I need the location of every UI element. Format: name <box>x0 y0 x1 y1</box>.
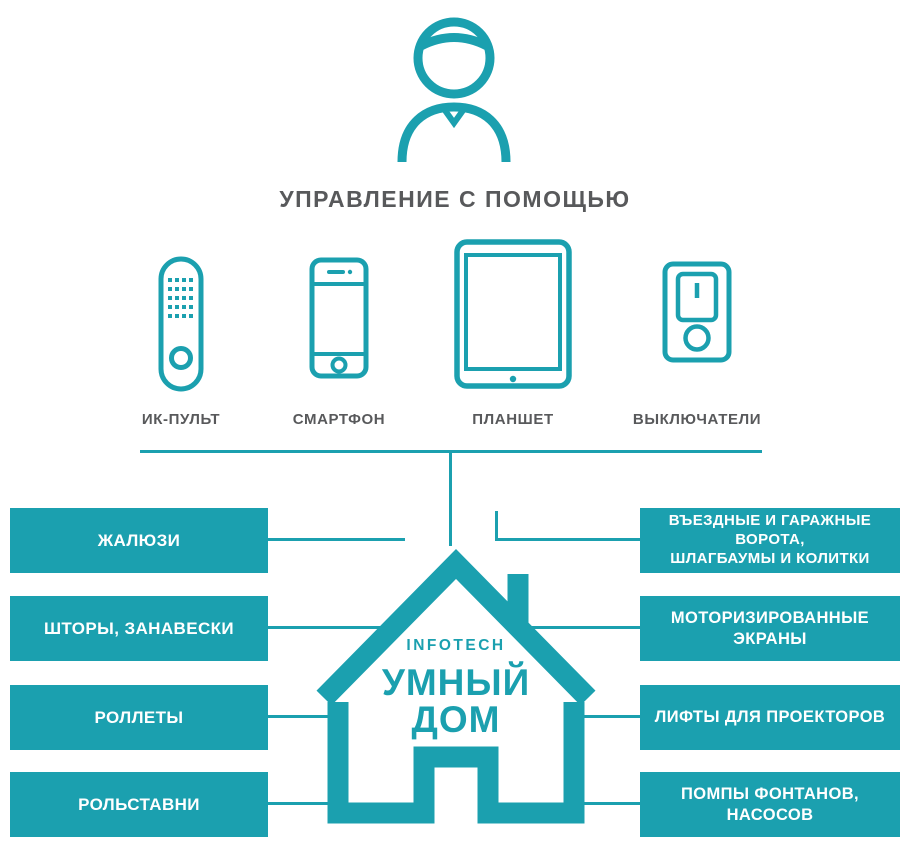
feature-label: ШТОРЫ, ЗАНАВЕСКИ <box>43 618 235 638</box>
wall-switch-icon <box>662 261 732 363</box>
feature-box-curtains: ШТОРЫ, ЗАНАВЕСКИ <box>10 596 268 661</box>
feature-box-projector-lifts: ЛИФТЫ ДЛЯ ПРОЕКТОРОВ <box>640 685 900 750</box>
section-title: УПРАВЛЕНИЕ С ПОМОЩЬЮ <box>279 186 631 212</box>
connector-line-left-3 <box>268 715 336 718</box>
house-title-line1: УМНЫЙ <box>381 662 531 703</box>
feature-box-rollets: РОЛЛЕТЫ <box>10 685 268 750</box>
feature-box-roller-shutters: РОЛЬСТАВНИ <box>10 772 268 837</box>
brand-label: INFOTECH <box>406 637 506 654</box>
device-label-switches: ВЫКЛЮЧАТЕЛИ <box>632 411 762 428</box>
feature-label: РОЛЛЕТЫ <box>94 707 184 727</box>
device-label-remote: ИК-ПУЛЬТ <box>141 411 221 428</box>
feature-box-gates: ВЪЕЗДНЫЕ И ГАРАЖНЫЕ ВОРОТА, ШЛАГБАУМЫ И … <box>640 508 900 573</box>
remote-control-icon <box>158 256 204 392</box>
feature-label: ПОМПЫ ФОНТАНОВ, НАСОСОВ <box>680 784 860 824</box>
feature-label: МОТОРИЗИРОВАННЫЕ ЭКРАНЫ <box>670 608 870 648</box>
device-label-smartphone: СМАРТФОН <box>292 411 386 428</box>
device-label-tablet: ПЛАНШЕТ <box>472 411 554 428</box>
feature-label: ЛИФТЫ ДЛЯ ПРОЕКТОРОВ <box>654 708 886 727</box>
connector-line-left-2 <box>268 626 390 629</box>
feature-label: ВЪЕЗДНЫЕ И ГАРАЖНЫЕ ВОРОТА, ШЛАГБАУМЫ И … <box>668 512 872 567</box>
house-icon <box>316 549 596 824</box>
connector-line-right-stub <box>495 511 498 541</box>
connector-line-right-1 <box>497 538 640 541</box>
tablet-icon <box>454 239 572 389</box>
smartphone-icon <box>309 257 369 379</box>
connector-line-right-2 <box>518 626 640 629</box>
feature-label: ЖАЛЮЗИ <box>97 530 181 550</box>
person-icon <box>397 17 511 163</box>
connector-line-right-4 <box>572 802 640 805</box>
feature-box-fountain-pumps: ПОМПЫ ФОНТАНОВ, НАСОСОВ <box>640 772 900 837</box>
feature-label: РОЛЬСТАВНИ <box>78 794 200 814</box>
house-title-line2: ДОМ <box>411 699 501 740</box>
feature-box-motorized-screens: МОТОРИЗИРОВАННЫЕ ЭКРАНЫ <box>640 596 900 661</box>
connector-line-right-3 <box>572 715 640 718</box>
connector-line-left-4 <box>268 802 336 805</box>
feature-box-blinds: ЖАЛЮЗИ <box>10 508 268 573</box>
connector-line-center-drop <box>449 450 452 546</box>
connector-line-left-1 <box>268 538 405 541</box>
